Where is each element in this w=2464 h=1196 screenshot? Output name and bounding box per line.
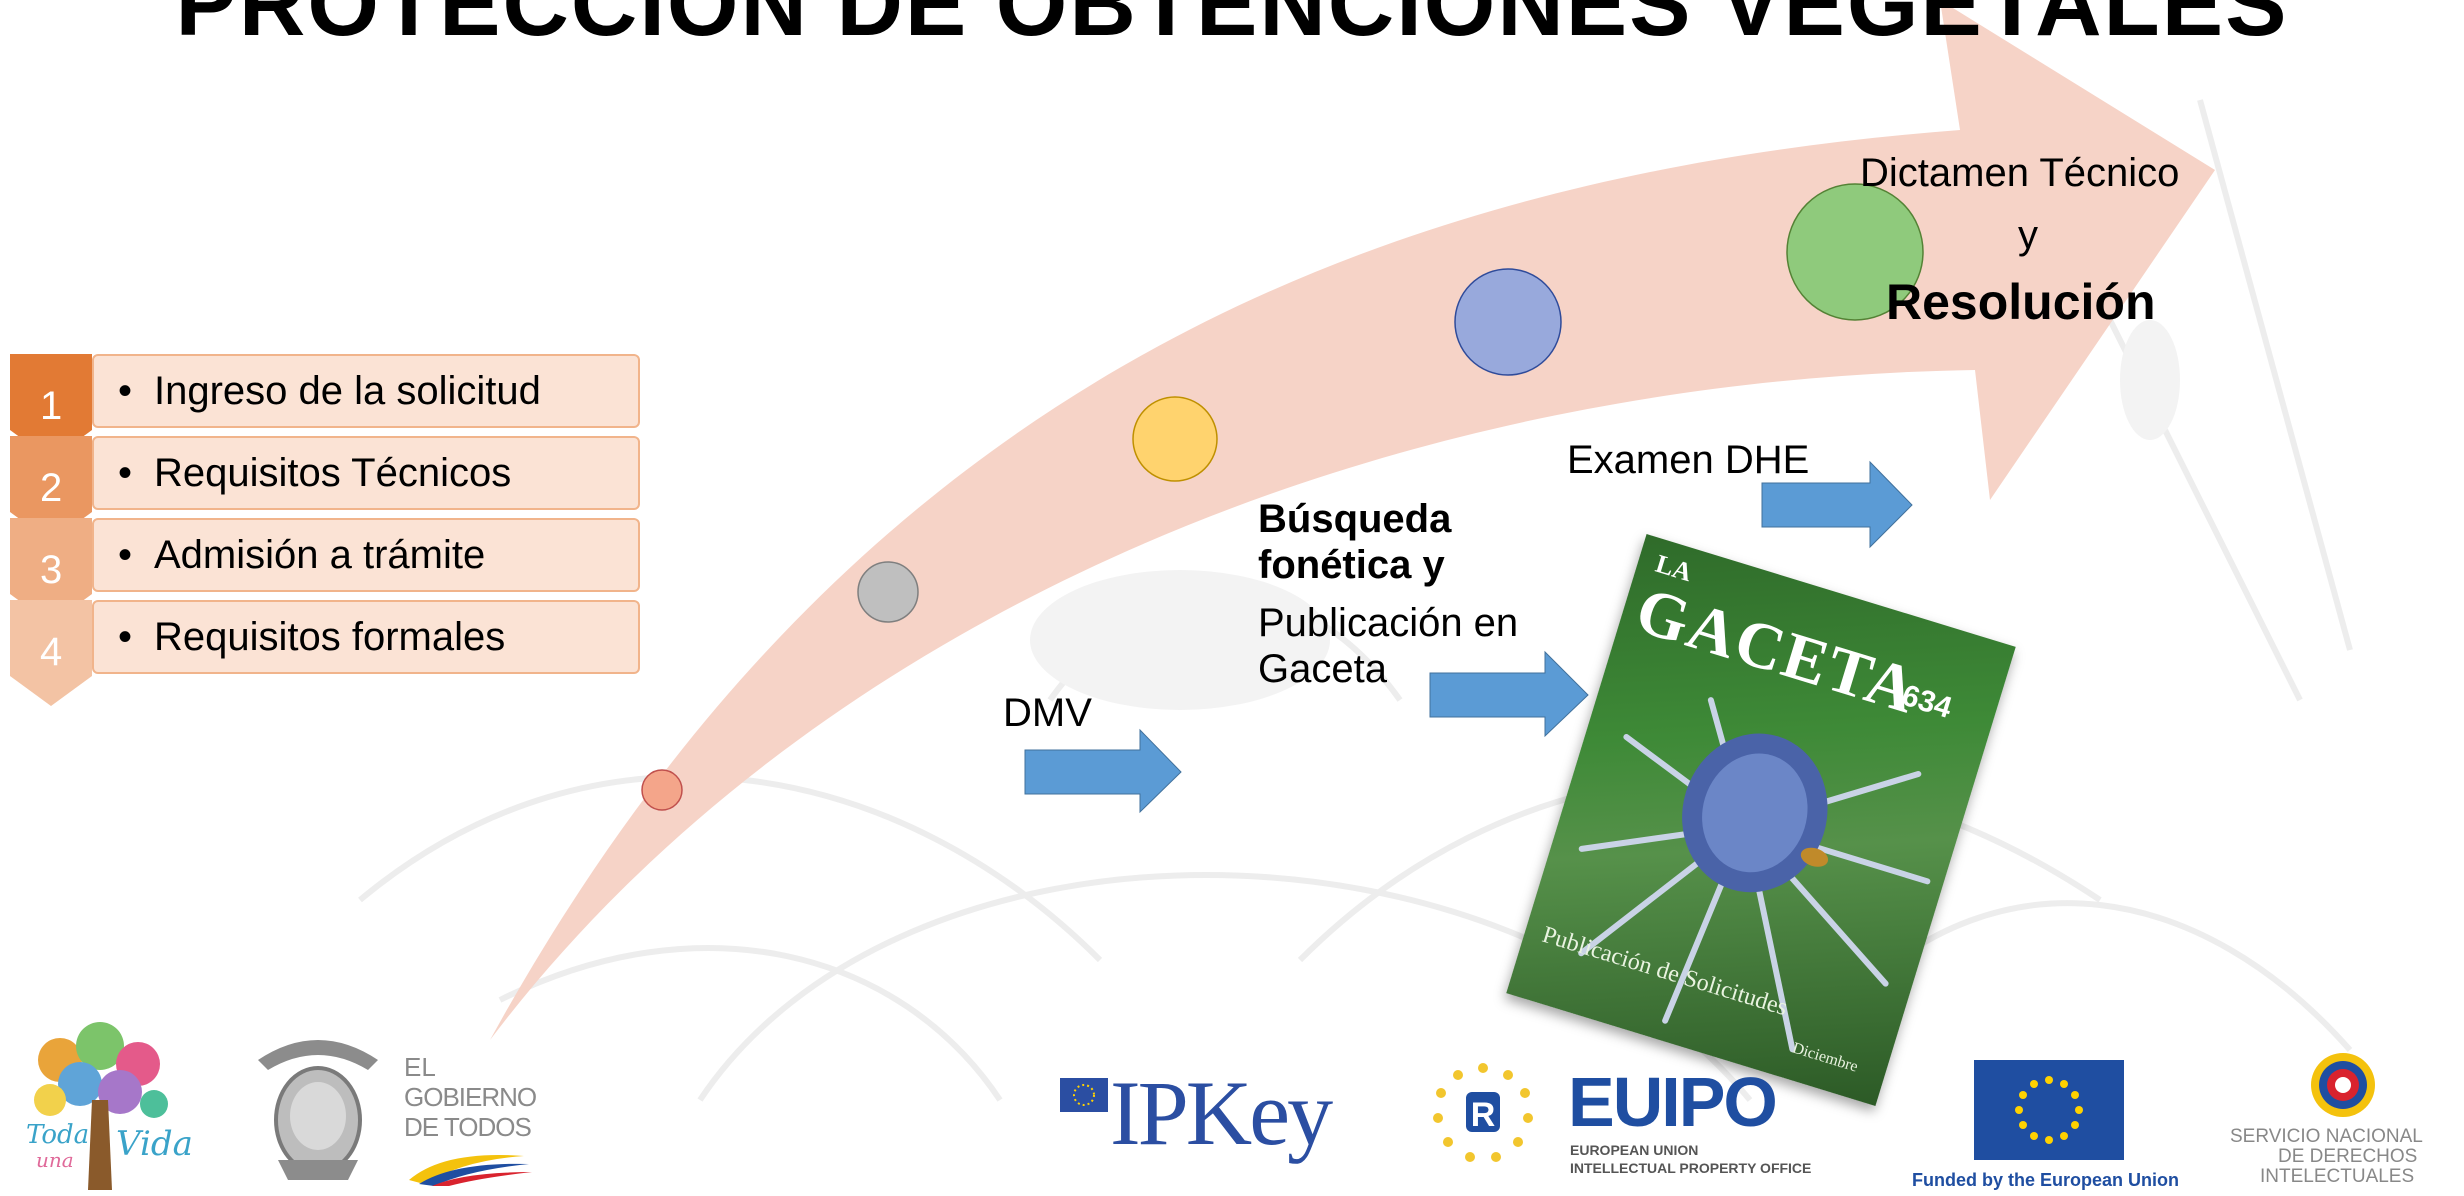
page-title: PROTECCIÓN DE OBTENCIONES VEGETALES — [175, 0, 2289, 55]
eu-funded-text: Funded by the European Union — [1912, 1170, 2179, 1190]
label-busqueda: Búsqueda fonética y — [1258, 496, 1451, 588]
circle-blue — [1454, 268, 1562, 376]
eu-funded-logo: Funded by the European Union — [1908, 1060, 2208, 1194]
step-chevrons — [10, 354, 92, 706]
step-2-box: • Requisitos Técnicos — [92, 436, 640, 510]
step-2-number: 2 — [40, 466, 63, 510]
euipo-text: EUIPO — [1568, 1063, 1778, 1141]
svg-text:R: R — [1471, 1096, 1496, 1134]
bullet: • — [118, 369, 133, 413]
ipkey-text: IPKey — [1110, 1062, 1333, 1164]
tree-icon — [34, 1022, 168, 1190]
tricolor-swoosh-icon — [409, 1155, 532, 1186]
step-1-box: • Ingreso de la solicitud — [92, 354, 640, 428]
toda-una-vida-logo: Toda una Vida — [20, 1020, 193, 1190]
arrow-publicacion — [1429, 650, 1589, 738]
eu-flag-small-icon — [1060, 1078, 1108, 1112]
senadi-line2: DE DERECHOS — [2278, 1146, 2418, 1167]
arrow-dmv — [1024, 728, 1182, 814]
step-3-box: • Admisión a trámite — [92, 518, 640, 592]
senadi-line1: SERVICIO NACIONAL — [2230, 1126, 2423, 1147]
euipo-r-star-icon: R — [1433, 1063, 1533, 1162]
eu-flag-icon — [1974, 1060, 2124, 1160]
label-dmv: DMV — [1003, 691, 1092, 735]
label-dictamen: Dictamen Técnico — [1860, 151, 2180, 195]
toda-una-vida-vida: Vida — [116, 1124, 193, 1164]
euipo-logo: R EUIPO EUROPEAN UNION INTELLECTUAL PROP… — [1428, 1058, 1868, 1178]
label-publicacion-line2: Gaceta — [1258, 647, 1387, 691]
gobierno-logo: EL GOBIERNO DE TODOS — [248, 1030, 548, 1190]
senadi-line3: INTELECTUALES — [2260, 1166, 2415, 1187]
label-y: y — [2018, 213, 2038, 257]
circle-green — [1786, 183, 1924, 321]
euipo-sub-1: EUROPEAN UNION — [1570, 1142, 1699, 1158]
step-3-label: Admisión a trámite — [154, 533, 486, 577]
label-examen-dhe: Examen DHE — [1567, 438, 1810, 482]
step-1-label: Ingreso de la solicitud — [154, 369, 541, 413]
bullet: • — [118, 533, 133, 577]
steps-list: 1 2 3 4 • Ingreso de la solicitud • Requ… — [0, 348, 660, 728]
step-4-number: 4 — [40, 630, 63, 674]
step-4-label: Requisitos formales — [154, 615, 506, 659]
bullet: • — [118, 615, 133, 659]
label-publicacion-line1: Publicación en — [1258, 601, 1519, 645]
step-3-number: 3 — [40, 548, 63, 592]
bullet: • — [118, 451, 133, 495]
gobierno-el: EL — [404, 1052, 436, 1082]
step-1-number: 1 — [40, 384, 63, 428]
circle-gray — [857, 561, 919, 623]
gobierno-gobierno: GOBIERNO — [404, 1082, 537, 1112]
euipo-sub-2: INTELLECTUAL PROPERTY OFFICE — [1570, 1160, 1812, 1176]
label-publicacion: Publicación en Gaceta — [1258, 600, 1518, 692]
senadi-emblem-icon — [2311, 1053, 2375, 1117]
toda-una-vida-toda: Toda — [26, 1120, 90, 1150]
toda-una-vida-una: una — [36, 1148, 74, 1172]
senadi-logo: SERVICIO NACIONAL DE DERECHOS INTELECTUA… — [2228, 1050, 2464, 1196]
step-4-box: • Requisitos formales — [92, 600, 640, 674]
ipkey-logo: IPKey — [1060, 1062, 1390, 1180]
thistle-flower-image — [1578, 697, 1931, 1053]
ecuador-coat-of-arms-icon — [258, 1040, 378, 1180]
circle-red — [641, 769, 683, 811]
circle-yellow — [1132, 396, 1218, 482]
label-busqueda-line2: fonética y — [1258, 543, 1445, 587]
gaceta-cover: LA GACETA 634 Publicación de Solicitudes… — [1506, 534, 2016, 1106]
arrow-examen — [1761, 460, 1913, 549]
label-busqueda-line1: Búsqueda — [1258, 497, 1452, 541]
step-2-label: Requisitos Técnicos — [154, 451, 512, 495]
label-resolucion: Resolución — [1886, 274, 2156, 330]
gobierno-de-todos: DE TODOS — [404, 1112, 532, 1142]
